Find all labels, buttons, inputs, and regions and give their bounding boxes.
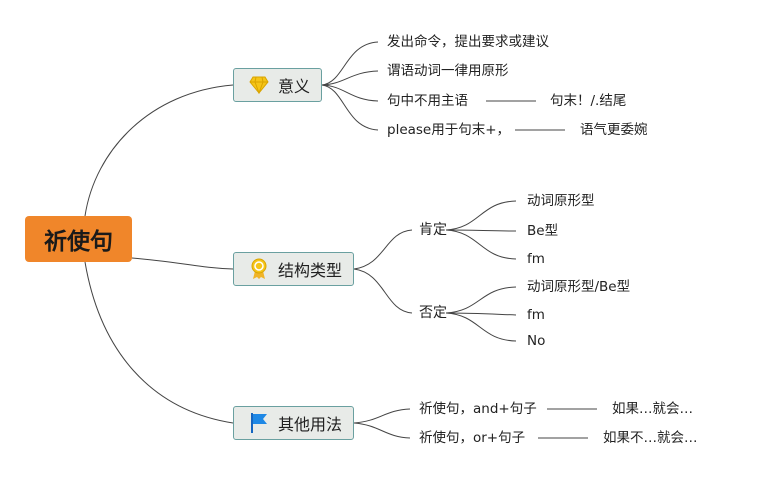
branch-structure-label: 结构类型 xyxy=(278,261,343,280)
link-root-other xyxy=(84,261,234,424)
award-icon xyxy=(248,258,270,280)
flag-icon xyxy=(248,412,270,434)
negative-item-2[interactable]: fm xyxy=(527,307,545,323)
other-item-1-note[interactable]: 如果…就会… xyxy=(612,401,693,417)
link-root-meaning xyxy=(84,84,234,217)
structure-positive[interactable]: 肯定 xyxy=(419,222,447,238)
meaning-item-2[interactable]: 谓语动词一律用原形 xyxy=(387,63,509,79)
diamond-icon xyxy=(248,74,270,96)
branch-meaning[interactable]: 意义 xyxy=(233,68,322,102)
positive-item-1[interactable]: 动词原形型 xyxy=(527,193,595,209)
other-item-2[interactable]: 祈使句，or+句子 xyxy=(419,430,526,446)
meaning-item-1[interactable]: 发出命令，提出要求或建议 xyxy=(387,34,549,50)
branch-other-usage-label: 其他用法 xyxy=(278,415,343,434)
meaning-item-3-note[interactable]: 句末！/.结尾 xyxy=(550,93,627,109)
link-root-structure xyxy=(131,257,234,270)
other-item-2-note[interactable]: 如果不…就会… xyxy=(603,430,698,446)
meaning-item-3[interactable]: 句中不用主语 xyxy=(387,93,468,109)
root-topic-label: 祈使句 xyxy=(44,229,113,255)
other-item-1[interactable]: 祈使句，and+句子 xyxy=(419,401,537,417)
positive-item-3[interactable]: fm xyxy=(527,251,545,267)
structure-negative[interactable]: 否定 xyxy=(419,305,447,321)
positive-item-2[interactable]: Be型 xyxy=(527,223,559,239)
meaning-item-4[interactable]: please用于句末+， xyxy=(387,122,511,138)
meaning-item-4-note[interactable]: 语气更委婉 xyxy=(580,122,648,138)
negative-item-3[interactable]: No xyxy=(527,333,546,349)
branch-structure[interactable]: 结构类型 xyxy=(233,252,354,286)
branch-other-usage[interactable]: 其他用法 xyxy=(233,406,354,440)
branch-meaning-label: 意义 xyxy=(278,77,311,96)
root-topic[interactable]: 祈使句 xyxy=(25,216,132,262)
negative-item-1[interactable]: 动词原形型/Be型 xyxy=(527,279,631,295)
